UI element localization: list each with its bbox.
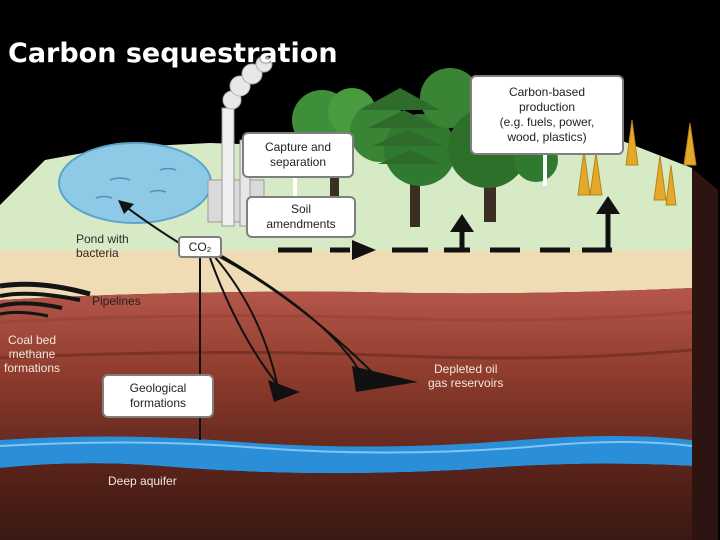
arrowhead (596, 196, 620, 214)
arrowhead (352, 240, 376, 260)
topsoil-layer (0, 250, 692, 300)
stratum-line (0, 310, 693, 324)
label-pipelines: Pipelines (92, 294, 141, 308)
stratum-line (0, 348, 693, 360)
arrowhead (450, 214, 474, 232)
label-depleted-oil-gas-reservoirs: Depleted oil gas reservoirs (428, 362, 504, 390)
pond-ripple (95, 167, 177, 199)
pipeline-streak (0, 281, 91, 297)
soil-layer (0, 288, 692, 450)
pipeline-streak (0, 291, 81, 302)
pipeline-streak (0, 310, 49, 318)
label-coal-bed-methane-formations: Coal bed methane formations (4, 333, 61, 375)
production-flow-arrows (278, 214, 612, 253)
aquifer-layer (0, 436, 692, 474)
pipeline-streak (0, 301, 63, 310)
factory-chimney (221, 107, 235, 227)
label-co2: CO₂ (178, 236, 222, 258)
label-carbon-based-production: Carbon-based production (e.g. fuels, pow… (470, 75, 624, 155)
label-geological-formations: Geological formations (102, 374, 214, 418)
deep-layer (0, 463, 692, 540)
aquifer-highlight (0, 441, 693, 454)
smoke-plume (222, 55, 273, 110)
label-deep-aquifer: Deep aquifer (108, 474, 177, 488)
label-capture-and-separation: Capture and separation (242, 132, 354, 178)
wheat-field (577, 119, 697, 206)
arrowhead (268, 380, 300, 402)
label-soil-amendments: Soil amendments (246, 196, 356, 238)
arrowhead (118, 200, 134, 214)
slide-title: Carbon sequestration (8, 38, 338, 69)
block-side-face (692, 168, 718, 540)
pond (58, 142, 212, 224)
label-pond-with-bacteria: Pond with bacteria (76, 232, 129, 260)
arrowhead (352, 366, 418, 392)
